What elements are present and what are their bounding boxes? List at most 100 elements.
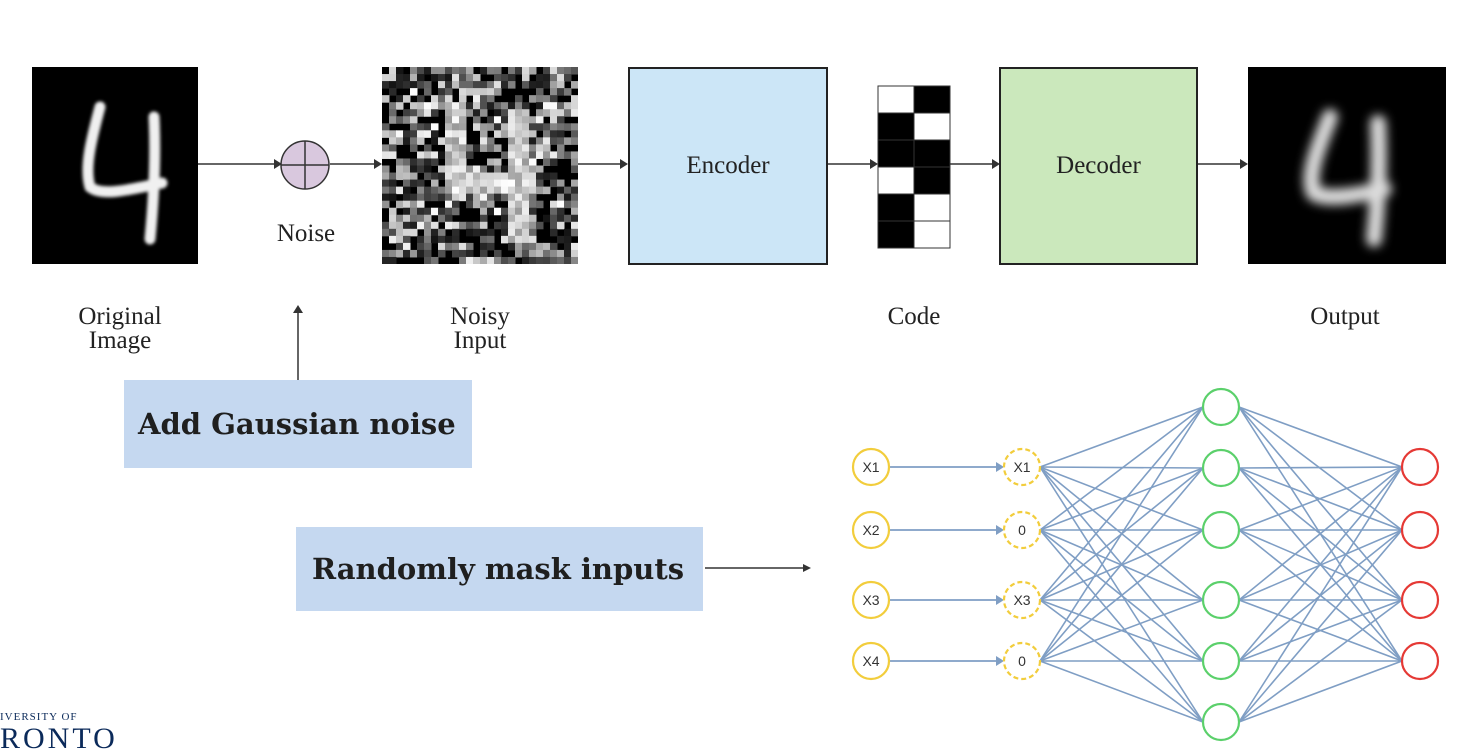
noise-pixel: [410, 74, 418, 82]
noise-pixel: [522, 200, 530, 209]
output-caption: Output: [1310, 303, 1380, 330]
noise-pixel: [410, 221, 418, 230]
noise-pixel: [501, 256, 509, 264]
noise-pixel: [424, 144, 432, 152]
noise-pixel: [480, 123, 488, 131]
noise-pixel: [431, 95, 439, 103]
noise-pixel: [452, 144, 460, 152]
noisy-input-caption: Noisy Input: [450, 303, 510, 354]
noise-pixel: [403, 116, 411, 124]
noise-pixel: [501, 123, 509, 131]
noise-pixel: [452, 207, 460, 216]
noise-pixel: [571, 81, 578, 89]
noise-pixel: [522, 123, 530, 131]
noise-pixel: [403, 193, 411, 202]
noise-pixel: [564, 67, 572, 75]
noise-pixel: [550, 74, 558, 82]
noise-pixel: [445, 235, 453, 244]
noise-pixel: [445, 74, 453, 82]
output-node: [1400, 510, 1440, 550]
noise-pixel: [543, 144, 551, 152]
noise-pixel: [487, 137, 495, 145]
noise-pixel: [543, 172, 551, 181]
noise-pixel: [487, 200, 495, 209]
noise-pixel: [403, 249, 411, 258]
noise-pixel: [438, 165, 446, 174]
noise-pixel: [466, 74, 474, 82]
noise-pixel: [473, 256, 481, 264]
noise-pixel: [445, 242, 453, 251]
noise-pixel: [529, 179, 537, 188]
mask-inputs-label: Randomly mask inputs: [312, 552, 685, 586]
noise-pixel: [501, 165, 509, 174]
noise-pixel: [382, 123, 390, 131]
noise-pixel: [571, 165, 578, 174]
noise-pixel: [508, 81, 516, 89]
noise-pixel: [396, 165, 404, 174]
input-node: [851, 447, 891, 487]
noise-pixel: [536, 221, 544, 230]
noise-pixel: [438, 249, 446, 258]
noise-pixel: [480, 102, 488, 110]
noise-pixel: [564, 123, 572, 131]
noise-pixel: [557, 88, 565, 96]
masked-input-node: [1002, 447, 1042, 487]
noise-pixel: [417, 137, 425, 145]
noise-pixel: [494, 172, 502, 181]
noise-pixel: [536, 151, 544, 159]
edge-hidden-output: [1238, 466, 1403, 531]
noise-pixel: [410, 144, 418, 152]
code-cell: [913, 193, 951, 222]
noise-pixel: [522, 67, 530, 75]
noise-pixel: [424, 109, 432, 117]
noise-pixel: [536, 74, 544, 82]
noise-pixel: [550, 67, 558, 75]
noise-pixel: [494, 67, 502, 75]
edge-masked-hidden: [1039, 660, 1204, 723]
noise-pixel: [403, 74, 411, 82]
noise-pixel: [508, 186, 516, 195]
noise-pixel: [410, 116, 418, 124]
hidden-node: [1201, 387, 1241, 427]
noise-pixel: [557, 256, 565, 264]
noise-pixel: [417, 249, 425, 258]
edge-masked-hidden: [1039, 467, 1204, 662]
input-node-label: X2: [862, 522, 879, 538]
noise-pixel: [466, 102, 474, 110]
noise-pixel: [550, 207, 558, 216]
noise-pixel: [403, 172, 411, 181]
noise-pixel: [480, 221, 488, 230]
noise-pixel: [508, 137, 516, 145]
noise-pixel: [480, 235, 488, 244]
noise-pixel: [494, 123, 502, 131]
noise-pixel: [536, 102, 544, 110]
noise-pixel: [529, 221, 537, 230]
noise-pixel: [480, 193, 488, 202]
noise-pixel: [431, 193, 439, 202]
noise-pixel: [403, 228, 411, 237]
input-node: [851, 580, 891, 620]
noise-pixel: [473, 144, 481, 152]
noise-pixel: [445, 81, 453, 89]
noise-pixel: [557, 193, 565, 202]
noise-pixel: [543, 242, 551, 251]
noise-pixel: [564, 186, 572, 195]
noise-pixel: [410, 102, 418, 110]
noise-pixel: [543, 249, 551, 258]
noise-pixel: [431, 158, 439, 166]
code-cell: [913, 220, 951, 249]
noise-pixel: [438, 242, 446, 251]
noise-pixel: [424, 235, 432, 244]
noise-pixel: [480, 256, 488, 264]
noise-pixel: [501, 172, 509, 181]
noise-pixel: [487, 228, 495, 237]
noise-pixel: [417, 130, 425, 138]
noise-pixel: [487, 235, 495, 244]
noise-pixel: [389, 249, 397, 258]
hidden-node: [1201, 448, 1241, 488]
noise-pixel: [494, 221, 502, 230]
noise-pixel: [515, 186, 523, 195]
noise-pixel: [410, 81, 418, 89]
noise-pixel: [543, 95, 551, 103]
